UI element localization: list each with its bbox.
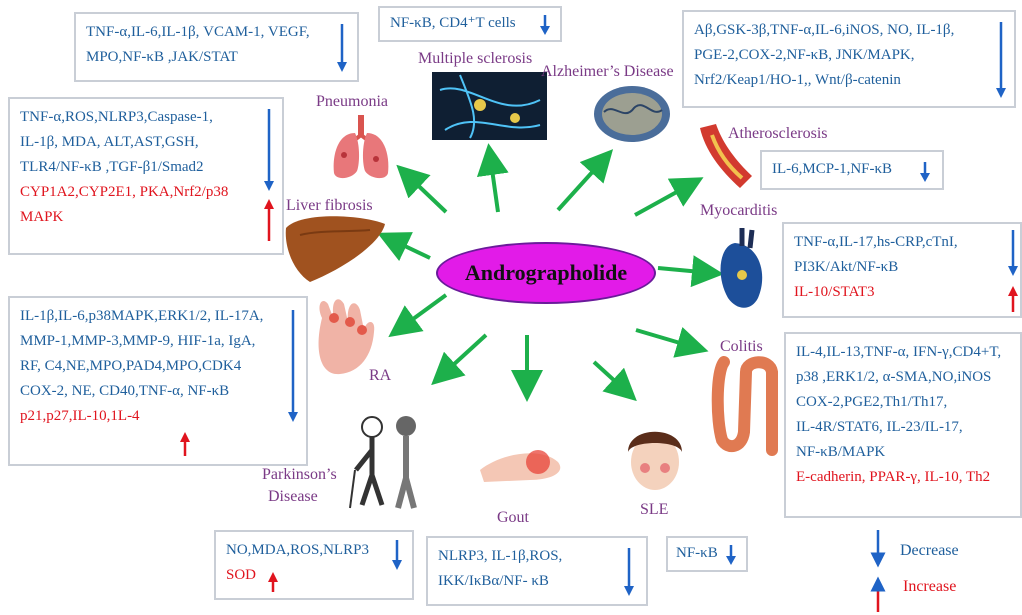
liver-marker-box: TNF-α,ROS,NLRP3,Caspase-1, IL-1β, MDA, A… xyxy=(8,97,284,255)
marker-line: MPO,NF-κB ,JAK/STAT xyxy=(86,49,238,65)
disease-ra: RA xyxy=(369,367,392,384)
marker-line: IL-1β, MDA, ALT,AST,GSH, xyxy=(20,134,199,150)
marker-line: IL-4R/STAT6, IL-23/IL-17, xyxy=(796,419,963,435)
alzheimers-marker-box: Aβ,GSK-3β,TNF-α,IL-6,iNOS, NO, IL-1β, PG… xyxy=(682,10,1016,108)
gout-marker-box: NLRP3, IL-1β,ROS, IKK/IκBα/NF- κB xyxy=(426,536,648,606)
marker-line: PI3K/Akt/NF-κB xyxy=(794,259,899,275)
marker-line-increase: IL-10/STAT3 xyxy=(794,284,875,300)
decrease-arrow-icon xyxy=(624,548,634,596)
arrow-sle xyxy=(592,360,637,402)
colitis-marker-box: IL-4,IL-13,TNF-α, IFN-γ,CD4+T, p38 ,ERK1… xyxy=(784,332,1022,518)
arrow-liver xyxy=(377,232,431,262)
marker-line: IL-4,IL-13,TNF-α, IFN-γ,CD4+T, xyxy=(796,344,1002,360)
marker-line: TNF-α,ROS,NLRP3,Caspase-1, xyxy=(20,109,213,125)
disease-parkinsons-1: Parkinson’s xyxy=(262,466,337,483)
disease-parkinsons-2: Disease xyxy=(268,488,318,505)
marker-line: TNF-α,IL-17,hs-CRP,cTnI, xyxy=(794,234,958,250)
marker-line: COX-2, NE, CD40,TNF-α, NF-κB xyxy=(20,383,230,399)
decrease-arrow-icon xyxy=(288,310,298,422)
arrow-myocarditis xyxy=(657,255,724,288)
pneumonia-marker-box: TNF-α,IL-6,IL-1β, VCAM-1, VEGF, MPO,NF-κ… xyxy=(74,12,359,82)
increase-arrow-icon xyxy=(268,572,278,592)
marker-line: Aβ,GSK-3β,TNF-α,IL-6,iNOS, NO, IL-1β, xyxy=(694,22,955,38)
marker-line-increase: SOD xyxy=(226,567,257,583)
marker-line: NO,MDA,ROS,NLRP3 xyxy=(226,542,369,558)
disease-myocarditis: Myocarditis xyxy=(700,202,778,219)
disease-atherosclerosis: Atherosclerosis xyxy=(728,125,828,142)
marker-line: TLR4/NF-κB ,TGF-β1/Smad2 xyxy=(20,159,204,175)
ra-marker-box: IL-1β,IL-6,p38MAPK,ERK1/2, IL-17A, MMP-1… xyxy=(8,296,308,466)
decrease-arrow-icon xyxy=(337,24,347,72)
arrow-pneumonia xyxy=(396,164,448,214)
liver-icon xyxy=(285,216,385,282)
decrease-arrow-icon xyxy=(540,15,550,35)
arrow-alzheimers xyxy=(556,149,614,212)
increase-arrow-icon xyxy=(264,199,274,241)
marker-line-increase: E-cadherin, PPAR-γ, IL-10, Th2 xyxy=(796,469,991,485)
atherosclerosis-marker-box: IL-6,MCP-1,NF-κB xyxy=(760,150,944,190)
arrow-ra xyxy=(388,293,448,338)
center-label: Andrographolide xyxy=(464,260,628,285)
disease-sle: SLE xyxy=(640,501,669,518)
disease-pneumonia: Pneumonia xyxy=(316,93,388,110)
lungs-icon xyxy=(333,115,389,179)
marker-line: NLRP3, IL-1β,ROS, xyxy=(438,548,563,564)
decrease-arrow-icon xyxy=(920,162,930,182)
arrow-atherosclerosis xyxy=(634,177,704,217)
marker-line: COX-2,PGE2,Th1/Th17, xyxy=(796,394,948,410)
colon-icon xyxy=(711,356,778,456)
decrease-arrow-icon xyxy=(996,22,1006,98)
decrease-arrow-icon xyxy=(392,540,402,570)
marker-line: NF-κB xyxy=(676,545,718,561)
arrow-ms xyxy=(476,143,509,213)
inflamed-foot-icon xyxy=(480,450,561,482)
increase-arrow-icon xyxy=(1008,286,1018,312)
decrease-arrow-icon xyxy=(1008,230,1018,276)
marker-line: IL-1β,IL-6,p38MAPK,ERK1/2, IL-17A, xyxy=(20,308,264,324)
marker-line: PGE-2,COX-2,NF-κB, JNK/MAPK, xyxy=(694,47,915,63)
disease-liver: Liver fibrosis xyxy=(286,197,373,214)
marker-line: MMP-1,MMP-3,MMP-9, HIF-1a, IgA, xyxy=(20,333,256,349)
arrow-parkinsons xyxy=(431,333,488,386)
marker-line-increase: p21,p27,IL-10,1L-4 xyxy=(20,408,140,424)
marker-line: NF-κB/MAPK xyxy=(796,444,886,460)
face-rash-icon xyxy=(628,431,682,490)
legend-increase-label: Increase xyxy=(903,578,957,595)
disease-gout: Gout xyxy=(497,509,529,526)
elderly-person-icon xyxy=(349,416,417,509)
brain-neurons-icon xyxy=(432,72,547,140)
brain-icon xyxy=(594,86,670,142)
disease-colitis: Colitis xyxy=(720,338,763,355)
marker-line: NF-κB, CD4⁺T cells xyxy=(390,15,516,31)
center-compound: Andrographolide xyxy=(436,242,656,304)
heart-icon xyxy=(720,228,763,308)
parkinsons-marker-box: NO,MDA,ROS,NLRP3 SOD xyxy=(214,530,414,600)
myocarditis-marker-box: TNF-α,IL-17,hs-CRP,cTnI, PI3K/Akt/NF-κB … xyxy=(782,222,1022,318)
marker-line-increase: MAPK xyxy=(20,209,64,225)
marker-line: p38 ,ERK1/2, α-SMA,NO,iNOS xyxy=(796,369,992,385)
marker-line: TNF-α,IL-6,IL-1β, VCAM-1, VEGF, xyxy=(86,24,310,40)
arrow-colitis xyxy=(635,326,709,358)
hand-joints-icon xyxy=(318,299,375,375)
marker-line: RF, C4,NE,MPO,PAD4,MPO,CDK4 xyxy=(20,358,242,374)
ms-marker-box: NF-κB, CD4⁺T cells xyxy=(378,6,562,42)
disease-ms: Multiple sclerosis xyxy=(418,50,533,67)
artery-icon xyxy=(700,124,752,188)
disease-alzheimers: Alzheimer’s Disease xyxy=(541,63,674,80)
marker-line: IKK/IκBα/NF- κB xyxy=(438,573,549,589)
green-arrows xyxy=(377,143,724,402)
legend-decrease-label: Decrease xyxy=(900,542,959,559)
sle-marker-box: NF-κB xyxy=(666,536,748,572)
increase-arrow-icon xyxy=(180,432,190,456)
decrease-arrow-icon xyxy=(264,109,274,191)
marker-line: Nrf2/Keap1/HO-1,, Wnt/β-catenin xyxy=(694,72,901,88)
marker-line-increase: CYP1A2,CYP2E1, PKA,Nrf2/p38 xyxy=(20,184,229,200)
marker-line: IL-6,MCP-1,NF-κB xyxy=(772,161,893,177)
decrease-arrow-icon xyxy=(726,545,736,565)
